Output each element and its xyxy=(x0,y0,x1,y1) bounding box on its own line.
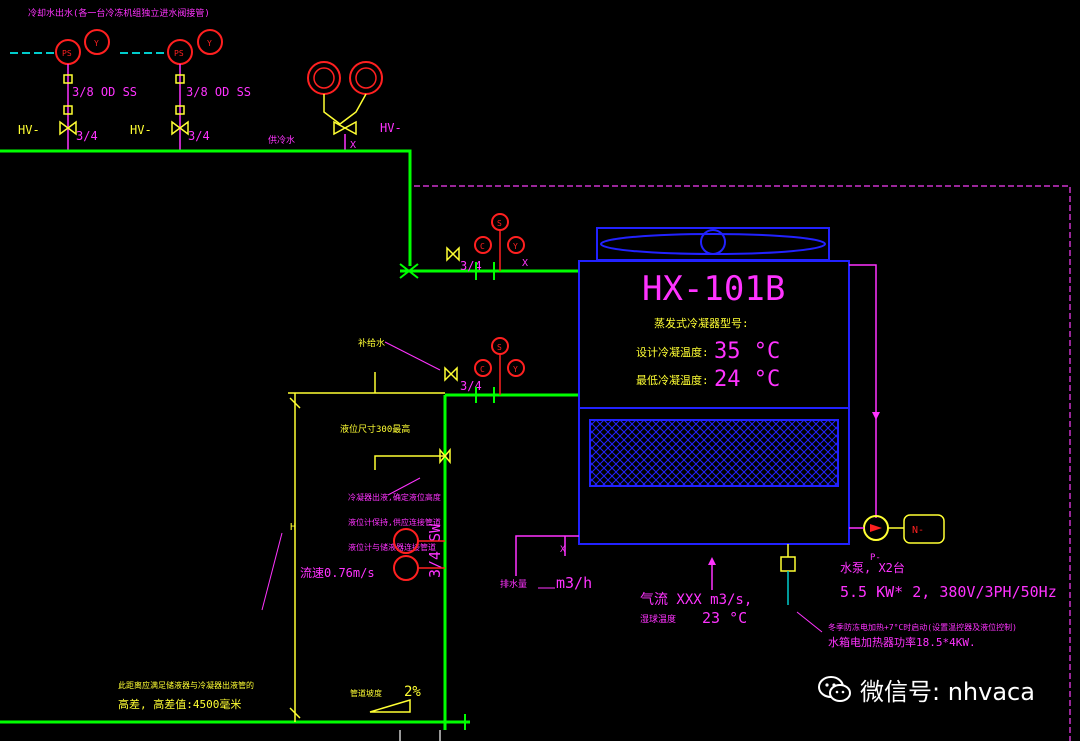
drain-label: 排水量 xyxy=(500,578,527,590)
ps-icon xyxy=(307,61,341,95)
heater: 冬季防冻电加热+7°C时启动(设置温控器及液位控制) 水箱电加热器功率18.5*… xyxy=(780,544,1017,649)
air-flow-label: 气流 XXX m3/s, xyxy=(640,592,752,608)
dimension-note-2: 高差, 高差值:4500毫米 xyxy=(118,697,241,711)
pump-spec: 5.5 KW* 2, 380V/3PH/50Hz xyxy=(840,583,1057,601)
x-label: X xyxy=(350,140,356,151)
upper-valve-size: 3/4 xyxy=(460,259,482,273)
s-label: S xyxy=(497,343,502,352)
y-icon xyxy=(507,236,525,254)
ps-label: PS xyxy=(174,49,184,58)
y-label: Y xyxy=(513,365,518,374)
y-label: Y xyxy=(207,39,212,48)
green-pipes xyxy=(0,149,580,730)
motor-box xyxy=(903,514,945,544)
drain-unit: m3/h xyxy=(556,574,592,592)
c-label: C xyxy=(480,242,485,251)
p-label: P- xyxy=(870,553,881,563)
level-label: 液位尺寸300最高 xyxy=(340,423,410,435)
coil-hatch xyxy=(589,419,839,487)
heater-note-2: 水箱电加热器功率18.5*4KW. xyxy=(828,635,976,649)
y-icon xyxy=(197,29,223,55)
airflow: 气流 XXX m3/s, 湿球温度 23 °C xyxy=(640,557,752,627)
ps-icon xyxy=(349,61,383,95)
design-temp-label: 设计冷凝温度: xyxy=(636,345,709,359)
equipment-tag: HX-101B xyxy=(642,269,785,309)
s-label: S xyxy=(497,219,502,228)
wechat-icon xyxy=(818,675,851,702)
y-icon xyxy=(84,29,110,55)
hv-label-2: HV- xyxy=(130,123,152,137)
heater-note-1: 冬季防冻电加热+7°C时启动(设置温控器及液位控制) xyxy=(828,622,1017,632)
twin-instrument-group: X HV- xyxy=(307,61,402,151)
air-temp-value: 23 °C xyxy=(702,609,747,627)
equipment-type-label: 蒸发式冷凝器型号: xyxy=(654,316,749,330)
note-2: 液位计保持,供应连接管道 xyxy=(348,517,441,527)
pressure-switch-group-2: PS Y 3/8 OD SS 3/4 HV- xyxy=(130,29,251,150)
condenser-hx-101b: HX-101B 蒸发式冷凝器型号: 设计冷凝温度: 35 °C 最低冷凝温度: … xyxy=(578,227,850,545)
upper-inlet-valves: 3/4 C Y S X xyxy=(446,213,528,280)
supply-label: 供冷水 xyxy=(268,134,295,146)
lower-inlet-valves: 3/4 C Y S xyxy=(444,337,525,403)
pump-label: 水泵, X2台 xyxy=(840,560,905,575)
ps-label: PS xyxy=(62,49,72,58)
min-temp-value: 24 °C xyxy=(714,367,780,392)
pipe-caps xyxy=(399,263,466,730)
pipe-spec: 3/4 SW xyxy=(426,523,444,578)
dashed-boundary xyxy=(414,185,1071,741)
fan-motor-icon xyxy=(700,229,726,255)
c-label: C xyxy=(480,365,485,374)
top-note: 冷却水出水(各一台冷冻机组独立进水阀接管) xyxy=(28,7,210,19)
pressure-switch-group-1: PS Y 3/8 OD SS 3/4 HV- xyxy=(18,29,137,150)
c-icon xyxy=(474,359,492,377)
valve-spec-1: 3/8 OD SS xyxy=(72,85,137,99)
design-temp-value: 35 °C xyxy=(714,339,780,364)
pump-loop: N- P- 水泵, X2台 5.5 KW* 2, 380V/3PH/50Hz xyxy=(840,264,1057,601)
valve-size-2: 3/4 xyxy=(188,129,210,143)
drain-line: X 排水量 m3/h xyxy=(500,535,592,592)
level-line xyxy=(374,455,445,470)
hv-label-1: HV- xyxy=(18,123,40,137)
valve-spec-2: 3/8 OD SS xyxy=(186,85,251,99)
note-3: 液位计与储液器连接管道 xyxy=(348,542,436,552)
dimension-h-label: H xyxy=(290,522,296,533)
hv-label-3: HV- xyxy=(380,121,402,135)
bottom-pipe xyxy=(399,730,441,741)
watermark-text: 微信号: nhvaca xyxy=(860,678,1035,706)
slope-value: 2% xyxy=(404,684,421,700)
c-icon xyxy=(474,236,492,254)
note-4: 流速0.76m/s xyxy=(300,566,375,580)
watermark: 微信号: nhvaca xyxy=(818,672,1035,707)
n-label: N- xyxy=(912,525,924,536)
makeup-label: 补给水 xyxy=(358,337,385,349)
slope-label: 管道坡度 xyxy=(350,688,382,698)
air-temp-label: 湿球温度 xyxy=(640,613,676,625)
x-label: X xyxy=(522,258,528,269)
y-icon xyxy=(507,359,525,377)
slope-indicator: 管道坡度 2% xyxy=(350,684,421,713)
level-gauge xyxy=(393,528,445,581)
x-label: X xyxy=(560,545,566,555)
dimension-h xyxy=(288,372,445,722)
valve-size-1: 3/4 xyxy=(76,129,98,143)
dimension-note-1: 此距离应满足储液器与冷凝器出液管的 xyxy=(118,680,254,690)
y-label: Y xyxy=(94,39,99,48)
note-1: 冷凝器出液,确定液位高度 xyxy=(348,492,441,502)
min-temp-label: 最低冷凝温度: xyxy=(636,373,709,387)
y-label: Y xyxy=(513,242,518,251)
lower-valve-size: 3/4 xyxy=(460,379,482,393)
